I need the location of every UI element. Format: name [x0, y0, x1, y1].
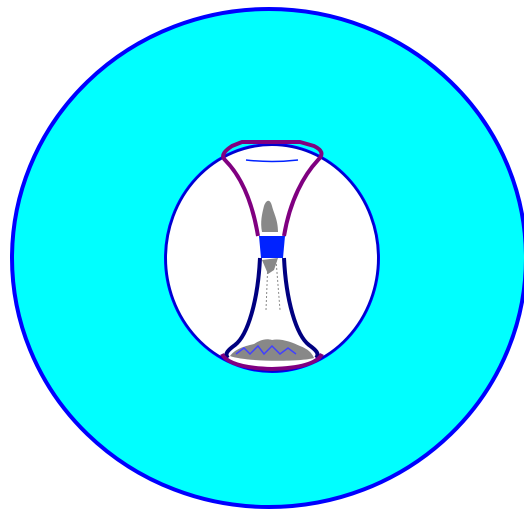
neck-band [259, 236, 285, 258]
